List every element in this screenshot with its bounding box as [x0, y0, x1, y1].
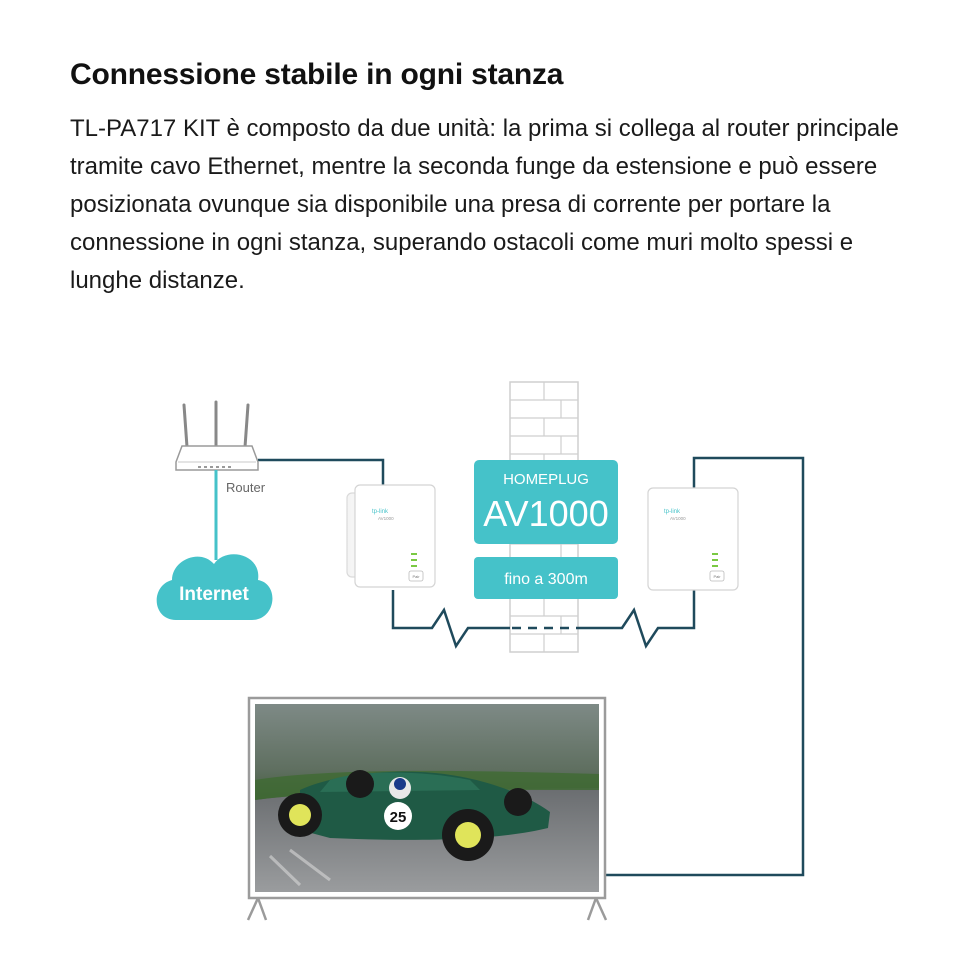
svg-text:AV1000: AV1000	[378, 516, 394, 521]
adapter-to-tv-cable	[604, 456, 805, 877]
svg-text:Pair: Pair	[412, 574, 420, 579]
homeplug-badge	[474, 460, 618, 544]
homeplug-label: HOMEPLUG	[503, 471, 589, 488]
network-cables	[258, 456, 805, 877]
router-label: Router	[226, 480, 266, 495]
svg-text:AV1000: AV1000	[670, 516, 686, 521]
description: TL-PA717 KIT è composto da due unità: la…	[70, 115, 899, 294]
powerline-adapter-icon: tp-link AV1000 Pair	[346, 484, 436, 588]
range-badge	[474, 557, 618, 599]
headline: Connessione stabile in ogni stanza	[70, 58, 564, 91]
cloud-icon	[156, 554, 273, 620]
powerline-signal	[391, 590, 510, 649]
svg-text:Pair: Pair	[713, 574, 721, 579]
router-icon	[175, 400, 259, 560]
svg-text:25: 25	[390, 809, 407, 826]
race-car-image: 25	[268, 770, 550, 887]
range-label: fino a 300m	[504, 571, 588, 588]
internet-label: Internet	[179, 584, 249, 605]
standard-label: AV1000	[483, 493, 608, 534]
tv-icon: 25	[246, 696, 608, 921]
powerline-adapter-icon: tp-link AV1000 Pair	[647, 487, 739, 591]
svg-text:tp-link: tp-link	[664, 509, 681, 515]
svg-text:tp-link: tp-link	[372, 509, 389, 515]
router-to-adapter-cable	[258, 458, 385, 492]
